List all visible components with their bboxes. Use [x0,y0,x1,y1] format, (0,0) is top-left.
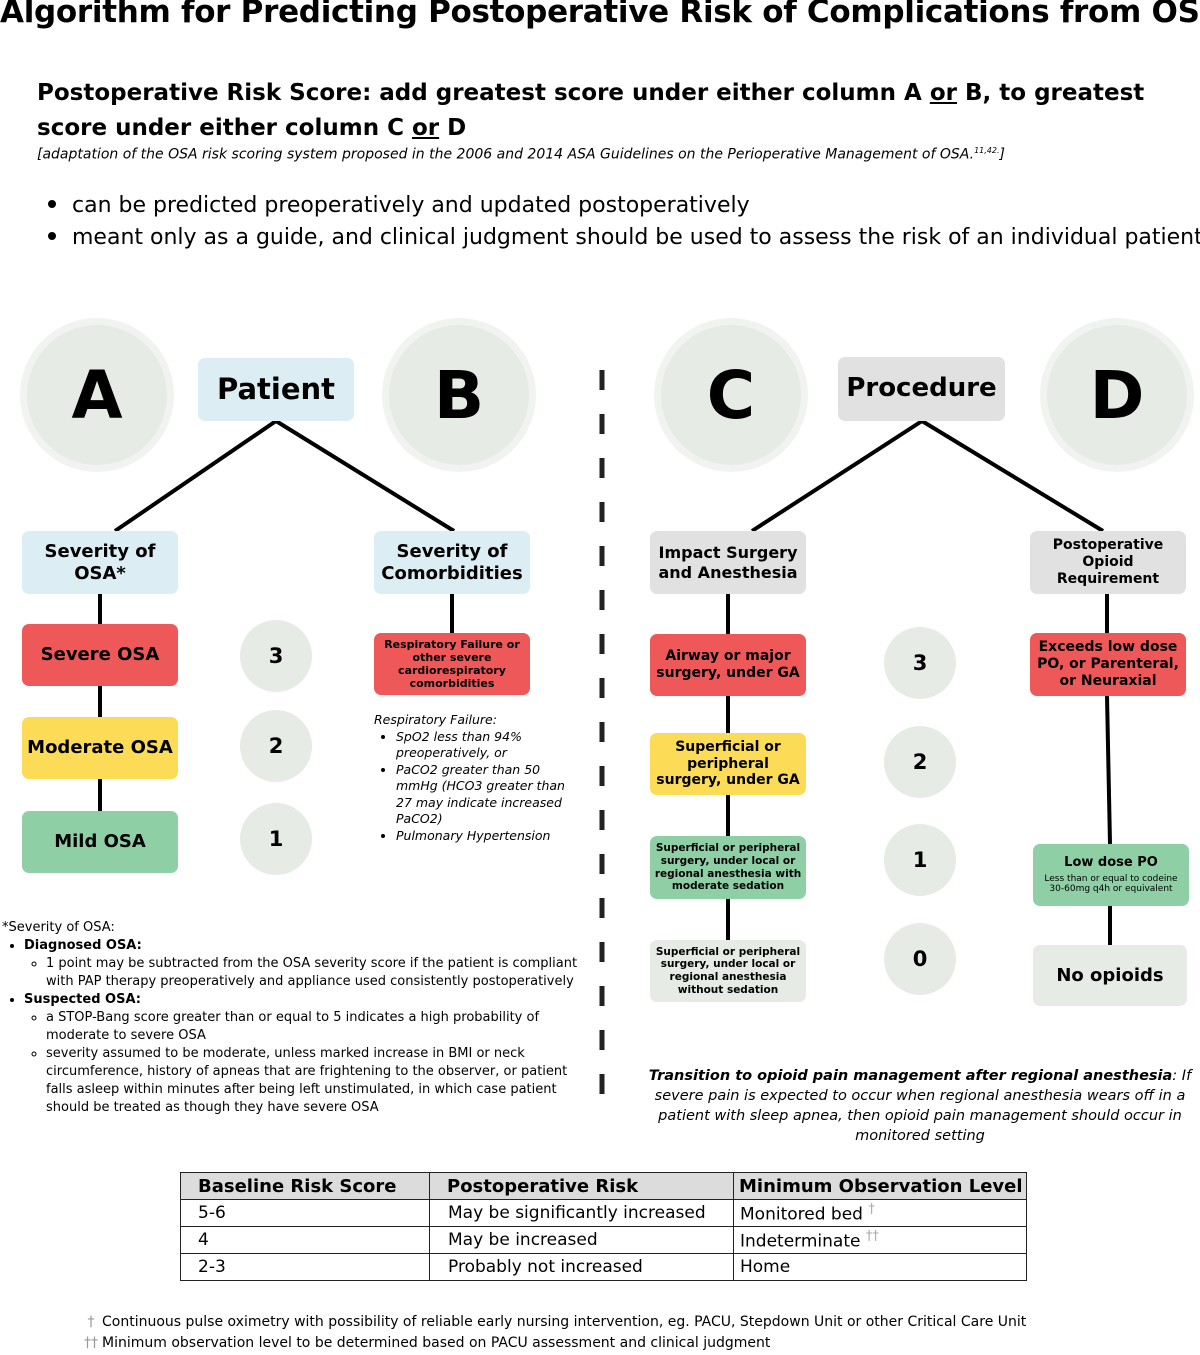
list-item: 1 point may be subtracted from the OSA s… [46,955,582,991]
airway-surgery-box: Airway or major surgery, under GA [650,634,806,696]
list-item: severity assumed to be moderate, unless … [46,1045,582,1117]
osa-severity-notes: *Severity of OSA: Diagnosed OSA: 1 point… [2,919,582,1117]
column-b-circle: B [389,325,529,465]
risk-table: Baseline Risk Score Postoperative Risk M… [180,1172,1027,1281]
page-title: Algorithm for Predicting Postoperative R… [0,0,1200,30]
list-item: a STOP-Bang score greater than or equal … [46,1009,582,1045]
table-header: Baseline Risk Score [180,1172,430,1200]
list-item: PaCO2 greater than 50 mmHg (HCO3 greater… [396,762,574,828]
bullet-item: can be predicted preoperatively and upda… [48,193,1198,218]
local-moderate-sedation-box: Superficial or peripheral surgery, under… [650,836,806,899]
severity-osa-box: Severity of OSA* [22,531,178,594]
opioid-low-box: Low dose PO Less than or equal to codein… [1033,844,1189,906]
procedure-label: Procedure [838,357,1005,421]
transition-note: Transition to opioid pain management aft… [648,1068,1192,1144]
local-no-sedation-box: Superficial or peripheral surgery, under… [650,940,806,1002]
adaptation-note: [adaptation of the OSA risk scoring syst… [37,146,1005,163]
list-item: Pulmonary Hypertension [396,828,574,845]
opioid-requirement-box: Postoperative Opioid Requirement [1030,531,1186,594]
table-header: Postoperative Risk [429,1172,734,1200]
column-a-circle: A [27,325,167,465]
impact-surgery-box: Impact Surgery and Anesthesia [650,531,806,594]
footnote: †Continuous pulse oximetry with possibil… [87,1314,1027,1330]
table-row: 2-3 Probably not increased Home [180,1253,1027,1281]
no-opioids-box: No opioids [1033,945,1187,1006]
score-circle: 1 [240,803,312,875]
moderate-osa-box: Moderate OSA [22,717,178,779]
score-circle: 0 [884,923,956,995]
table-row: 5-6 May be significantly increased Monit… [180,1199,1027,1227]
patient-label: Patient [198,358,354,421]
footnote: ††Minimum observation level to be determ… [84,1335,771,1351]
respiratory-failure-note: Respiratory Failure: SpO2 less than 94% … [374,712,574,844]
score-circle: 2 [240,710,312,782]
score-circle: 3 [240,620,312,692]
mild-osa-box: Mild OSA [22,811,178,873]
list-item: SpO2 less than 94% preoperatively, or [396,729,574,762]
column-d-circle: D [1047,325,1187,465]
score-circle: 3 [884,627,956,699]
severe-osa-box: Severe OSA [22,624,178,686]
comorbidity-box: Respiratory Failure or other severe card… [374,633,530,695]
table-header: Minimum Observation Level [733,1172,1027,1200]
subtitle: Postoperative Risk Score: add greatest s… [37,80,1145,141]
score-circle: 2 [884,726,956,798]
column-c-circle: C [661,325,801,465]
table-row: 4 May be increased Indeterminate †† [180,1226,1027,1254]
severity-comorbidities-box: Severity of Comorbidities [374,531,530,594]
superficial-ga-box: Superficial or peripheral surgery, under… [650,733,806,795]
score-circle: 1 [884,824,956,896]
bullet-item: meant only as a guide, and clinical judg… [48,225,1200,250]
opioid-high-box: Exceeds low dose PO, or Parenteral, or N… [1030,633,1186,696]
